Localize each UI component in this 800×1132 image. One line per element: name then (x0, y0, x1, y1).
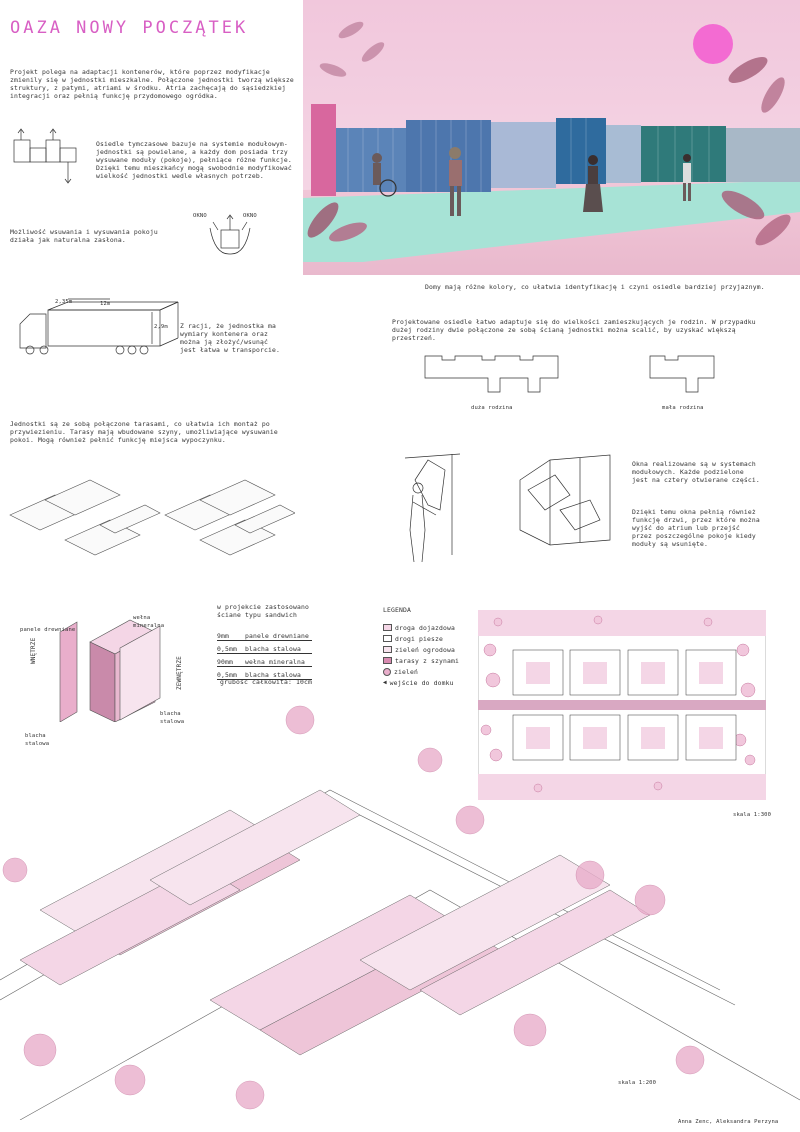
wall-label-steel-1: blacha stalowa (160, 711, 185, 725)
modular-diagram (13, 128, 77, 184)
wall-heading: w projekcie zastosowano ściane typu sand… (217, 603, 309, 619)
container-grey (606, 125, 641, 183)
container-blue-2 (406, 120, 491, 192)
page-title: OAZA NOWY POCZĄTEK (10, 18, 249, 38)
legend-item: ◀wejście do domku (383, 677, 459, 688)
legend-item: zieleń ogrodowa (383, 644, 459, 655)
axonometric-view (0, 705, 800, 1120)
intro-text: Projekt polega na adaptacji kontenerów, … (10, 68, 294, 100)
legend-swatch (383, 624, 392, 631)
axonometric-scale: skala 1:200 (618, 1080, 657, 1086)
wall-row: 9mm panele drewniane (217, 632, 312, 641)
wall-label-outside: ZEWNĘTRZE (176, 656, 183, 690)
container-blue-3 (556, 118, 606, 184)
wall-row: 0,5mm blacha stalowa (217, 671, 312, 680)
legend-item: drogi piesze (383, 633, 459, 644)
wall-thickness: 0,5mm (217, 645, 237, 653)
windows-text-2: Dzięki temu okna pełnią również funkcję … (632, 508, 760, 548)
wall-material: panele drewniane (245, 632, 309, 640)
family-plans (424, 355, 715, 393)
wall-material: wełna mineralna (245, 658, 305, 666)
container-pink (311, 104, 336, 196)
legend-swatch (383, 635, 392, 642)
wall-label-steel-2: blacha stalowa (25, 733, 50, 747)
wall-thickness: 90mm (217, 658, 233, 666)
container-light (491, 122, 556, 188)
modular-text: Osiedle tymczasowe bazuje na systemie mo… (96, 140, 292, 180)
truck-diagram (19, 298, 179, 355)
window-sketches (404, 453, 611, 563)
legend-heading: LEGENDA (383, 606, 411, 614)
okno-left-label: OKNO (193, 213, 207, 219)
family-small-label: mała rodzina (662, 405, 704, 411)
wall-material: blacha stalowa (245, 671, 301, 679)
slide-text: Możliwość wsuwania i wysuwania pokoju dz… (10, 228, 158, 244)
wall-label-inside: WNĘTRZE (30, 637, 37, 664)
truck-length-label: 12m (100, 301, 111, 307)
people-figures (372, 147, 691, 216)
wall-label-panels: panele drewniane (20, 627, 76, 633)
legend-label: tarasy z szynami (395, 656, 459, 665)
wall-material: blacha stalowa (245, 645, 301, 653)
okno-right-label: OKNO (243, 213, 257, 219)
legend-label: zieleń ogrodowa (395, 645, 455, 654)
wall-section-diagram (59, 619, 161, 722)
hero-illustration (303, 0, 800, 275)
hero-caption: Domy mają różne kolory, co ułatwia ident… (425, 283, 765, 291)
wall-row: 0,5mm blacha stalowa (217, 645, 312, 654)
window-slide-diagram (209, 214, 251, 255)
wall-total: grubość całkowita: 10cm (220, 678, 312, 686)
terrace-text: Jednostki są ze sobą połączone tarasami,… (10, 420, 278, 444)
windows-text-1: Okna realizowane są w systemach modułowy… (632, 460, 760, 484)
site-plan-scale: skala 1:300 (733, 812, 772, 818)
legend-list: droga dojazdowa drogi piesze zieleń ogro… (383, 622, 459, 688)
legend-swatch (383, 657, 392, 664)
truck-width-label: 2,35m (55, 299, 73, 305)
wall-thickness: 9mm (217, 632, 229, 640)
leaves-decoration (307, 21, 791, 246)
container-blue-1 (336, 128, 406, 192)
legend-item: zieleń (383, 666, 459, 677)
legend-item: tarasy z szynami (383, 655, 459, 666)
legend-label: zieleń (394, 667, 418, 676)
legend-label: drogi piesze (395, 634, 443, 643)
terrace-isometric (9, 479, 295, 556)
wall-thickness: 0,5mm (217, 671, 237, 679)
legend-item: droga dojazdowa (383, 622, 459, 633)
transport-text: Z racji, że jednostka ma wymiary kontene… (180, 322, 280, 354)
wall-label-wool: wełna mineralna (133, 615, 165, 629)
wall-row: 90mm wełna mineralna (217, 658, 312, 667)
legend-swatch (383, 667, 391, 676)
authors: Anna Zenc, Aleksandra Perzyna (678, 1119, 779, 1125)
family-text: Projektowane osiedle łatwo adaptuje się … (392, 318, 756, 342)
container-grey-2 (726, 128, 800, 182)
sun-icon (693, 24, 733, 64)
legend-swatch (383, 646, 392, 653)
legend-label: wejście do domku (389, 678, 454, 687)
family-big-label: duża rodzina (471, 405, 513, 411)
truck-height-label: 2,9m (154, 324, 168, 330)
legend-label: droga dojazdowa (395, 623, 455, 632)
entrance-arrow-icon: ◀ (383, 679, 387, 686)
site-plan (478, 610, 766, 800)
